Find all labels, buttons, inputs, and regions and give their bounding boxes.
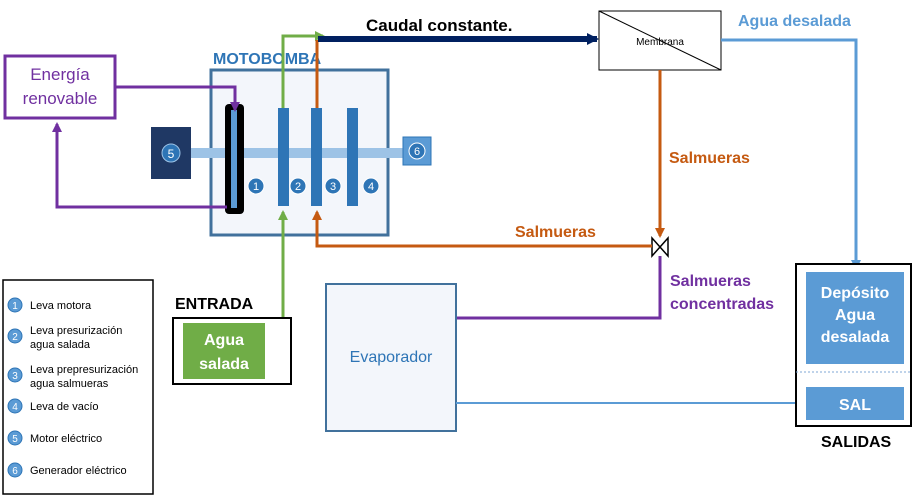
marker-5-label: 5	[168, 147, 175, 161]
marker-3-label: 3	[330, 181, 336, 193]
energia-label-line1: Energía	[30, 65, 90, 84]
energia-renovable-box	[3, 54, 117, 120]
entrada-label: ENTRADA	[175, 296, 254, 313]
legend-text-2-2: agua salada	[30, 339, 91, 351]
legend-marker-3	[7, 367, 23, 383]
salmueras-concentradas-line2: concentradas	[670, 296, 774, 313]
leva-prepresurizacion	[311, 108, 322, 206]
valve-symbol	[651, 236, 669, 258]
marker-5	[161, 143, 181, 163]
marker-6-label: 6	[414, 146, 420, 158]
leva-vacio	[347, 108, 358, 206]
legend-marker-label-5: 5	[12, 434, 18, 445]
salmueras-bottom-label: Salmueras	[515, 224, 596, 241]
leva-to-energia-arrow	[52, 122, 227, 209]
marker-1-label: 1	[253, 181, 259, 193]
marker-4	[362, 177, 380, 195]
agua-salada-out-arrow	[281, 31, 325, 108]
marker-2-label: 2	[295, 181, 301, 193]
legend-items: 1 Leva motora 2 Leva presurización agua sala…	[7, 297, 138, 478]
agua-salada-line1: Agua	[204, 332, 244, 349]
agua-salada-box	[183, 323, 265, 379]
deposito-box	[806, 272, 904, 364]
leva-presurizacion	[278, 108, 289, 206]
evaporador-box	[325, 283, 457, 432]
caudal-constante-label: Caudal constante.	[366, 16, 512, 35]
legend-marker-label-1: 1	[12, 301, 18, 312]
legend-marker-2	[7, 328, 23, 344]
legend-text-2-1: Leva presurización	[30, 325, 122, 337]
deposito-line1: Depósito	[821, 285, 890, 302]
agua-desalada-label: Agua desalada	[738, 13, 851, 30]
legend-marker-label-2: 2	[12, 332, 18, 343]
marker-1	[247, 177, 265, 195]
motor-shaft	[186, 148, 406, 158]
salmueras-concentradas-line1: Salmueras	[670, 273, 751, 290]
legend-text-3-1: Leva prepresurización	[30, 364, 138, 376]
sal-label: SAL	[839, 397, 871, 414]
deposito-line2: Agua	[835, 307, 875, 324]
salmueras-right-label: Salmueras	[669, 150, 750, 167]
salidas-label: SALIDAS	[821, 434, 892, 451]
legend-text-3-2: agua salmueras	[30, 378, 109, 390]
marker-6	[408, 142, 426, 160]
legend-marker-label-6: 6	[12, 466, 18, 477]
marker-4-label: 4	[368, 181, 374, 193]
salmueras-return-arrow	[312, 210, 652, 248]
legend-text-6-1: Generador eléctrico	[30, 465, 127, 477]
sal-box	[806, 387, 904, 420]
motobomba-label: MOTOBOMBA	[213, 51, 322, 68]
marker-2	[289, 177, 307, 195]
evaporador-label: Evaporador	[350, 349, 433, 366]
legend-text-5-1: Motor eléctrico	[30, 433, 102, 445]
legend-marker-4	[7, 398, 23, 414]
energia-to-leva-arrow	[115, 85, 240, 112]
legend-marker-label-3: 3	[12, 371, 18, 382]
energia-label-line2: renovable	[23, 89, 98, 108]
legend-text-4-1: Leva de vacío	[30, 401, 99, 413]
agua-salada-line2: salada	[199, 356, 249, 373]
membrana-label: Membrana	[636, 37, 684, 48]
marker-3	[324, 177, 342, 195]
leva-motora-core	[231, 110, 237, 208]
agua-desalada-arrow	[721, 38, 861, 270]
legend-marker-1	[7, 297, 23, 313]
legend-text-1-1: Leva motora	[30, 300, 92, 312]
salmueras-concentradas-line	[456, 256, 662, 320]
legend-marker-label-4: 4	[12, 402, 18, 413]
deposito-line3: desalada	[821, 329, 890, 346]
legend-marker-5	[7, 430, 23, 446]
legend-box	[2, 279, 154, 495]
membrana-diagonal	[598, 10, 722, 71]
legend-marker-6	[7, 462, 23, 478]
